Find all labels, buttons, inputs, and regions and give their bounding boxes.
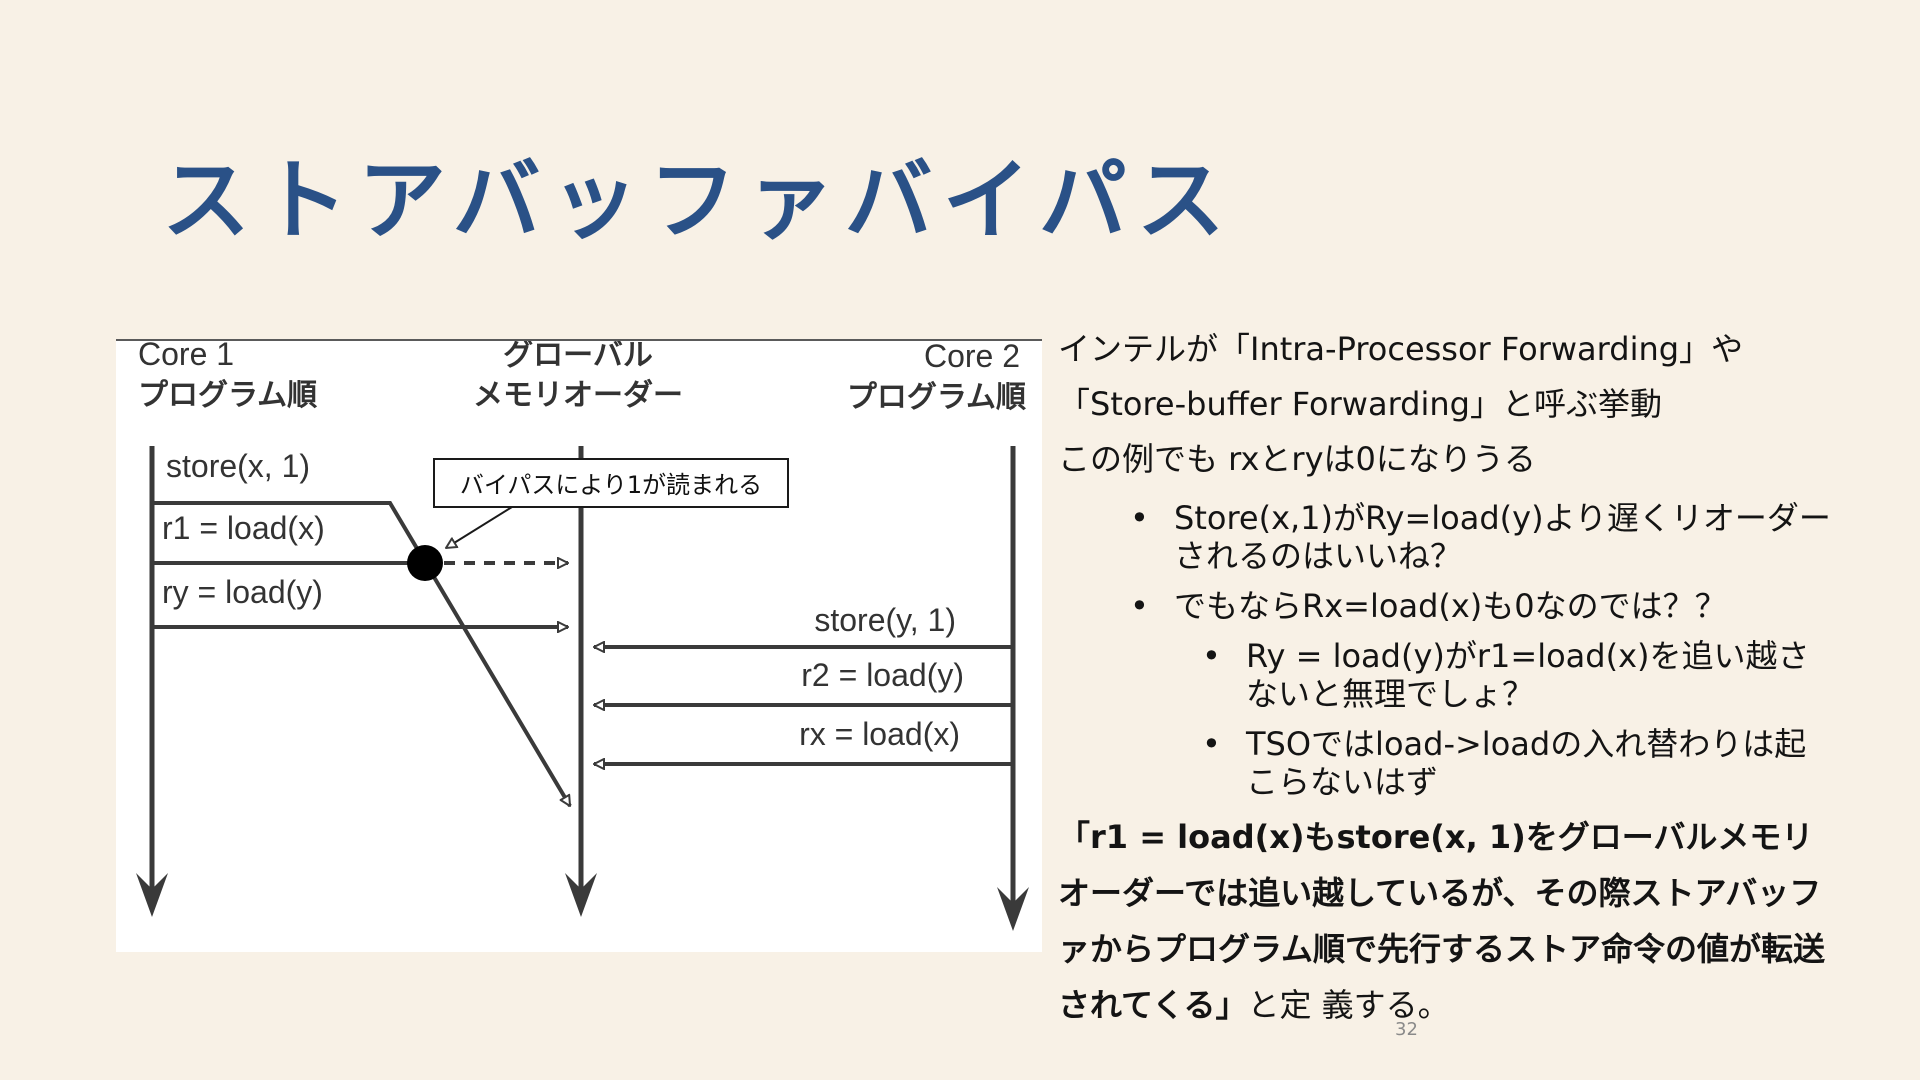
- callout-pointer: [446, 506, 513, 548]
- core2-op-store-y: store(y, 1): [814, 602, 956, 638]
- core1-op-r1-load-x: r1 = load(x): [162, 510, 325, 546]
- explanation-text: インテルが「Intra-Processor Forwarding」や 「Stor…: [1058, 322, 1838, 1033]
- store-x-path: [152, 501, 572, 806]
- conclusion-rest: と定 義する。: [1247, 986, 1450, 1024]
- core1-timeline-arrowhead: [136, 873, 168, 917]
- global-timeline-arrowhead: [565, 873, 597, 917]
- conclusion: 「r1 = load(x)もstore(x, 1)をグローバルメモリオーダーでは…: [1058, 809, 1838, 1033]
- text-line-2: 「Store-buffer Forwarding」と呼ぶ挙動: [1058, 385, 1662, 423]
- core2-timeline-arrowhead: [997, 887, 1029, 931]
- core2-sub: プログラム順: [847, 380, 1026, 415]
- sub-bullet-item: Ry = load(y)がr1=load(x)を追い越さないと無理でしょ？: [1058, 637, 1838, 713]
- conclusion-bold: 「r1 = load(x)もstore(x, 1)をグローバルメモリオーダーでは…: [1058, 818, 1826, 1024]
- text-line-1: インテルが「Intra-Processor Forwarding」や: [1058, 330, 1744, 368]
- diagram: Core 1 プログラム順 グローバル メモリオーダー Core 2 プログラム…: [116, 339, 1042, 952]
- core1-sub: プログラム順: [138, 378, 317, 413]
- core2-label: Core 2: [924, 341, 1020, 374]
- global-label: グローバル: [503, 341, 653, 373]
- page-number: 32: [1395, 1019, 1418, 1040]
- sub-bullet-item: TSOではload->loadの入れ替わりは起こらないはず: [1058, 725, 1838, 801]
- global-sub: メモリオーダー: [473, 378, 683, 413]
- core2-op-r2-load-y: r2 = load(y): [801, 657, 964, 693]
- callout-box: [433, 458, 789, 508]
- bullet-list: Store(x,1)がRy=load(y)より遅くリオーダーされるのはいいね？ …: [1058, 499, 1838, 801]
- core2-op-rx-load-x: rx = load(x): [799, 716, 960, 752]
- bullet-item: Store(x,1)がRy=load(y)より遅くリオーダーされるのはいいね？: [1058, 499, 1838, 575]
- bypass-point: [407, 545, 443, 581]
- text-line-3: この例でも rxとryは0になりうる: [1058, 440, 1536, 478]
- memory-order-diagram: Core 1 プログラム順 グローバル メモリオーダー Core 2 プログラム…: [136, 341, 1029, 931]
- core1-op-ry-load-y: ry = load(y): [162, 574, 323, 610]
- core1-op-store-x: store(x, 1): [166, 448, 310, 484]
- slide-title: ストアバッファバイパス: [162, 149, 1235, 252]
- bullet-item: でもならRx=load(x)も0なのでは？？: [1058, 587, 1838, 625]
- callout-text: バイパスにより1が読まれる: [460, 471, 762, 499]
- core1-label: Core 1: [138, 341, 234, 372]
